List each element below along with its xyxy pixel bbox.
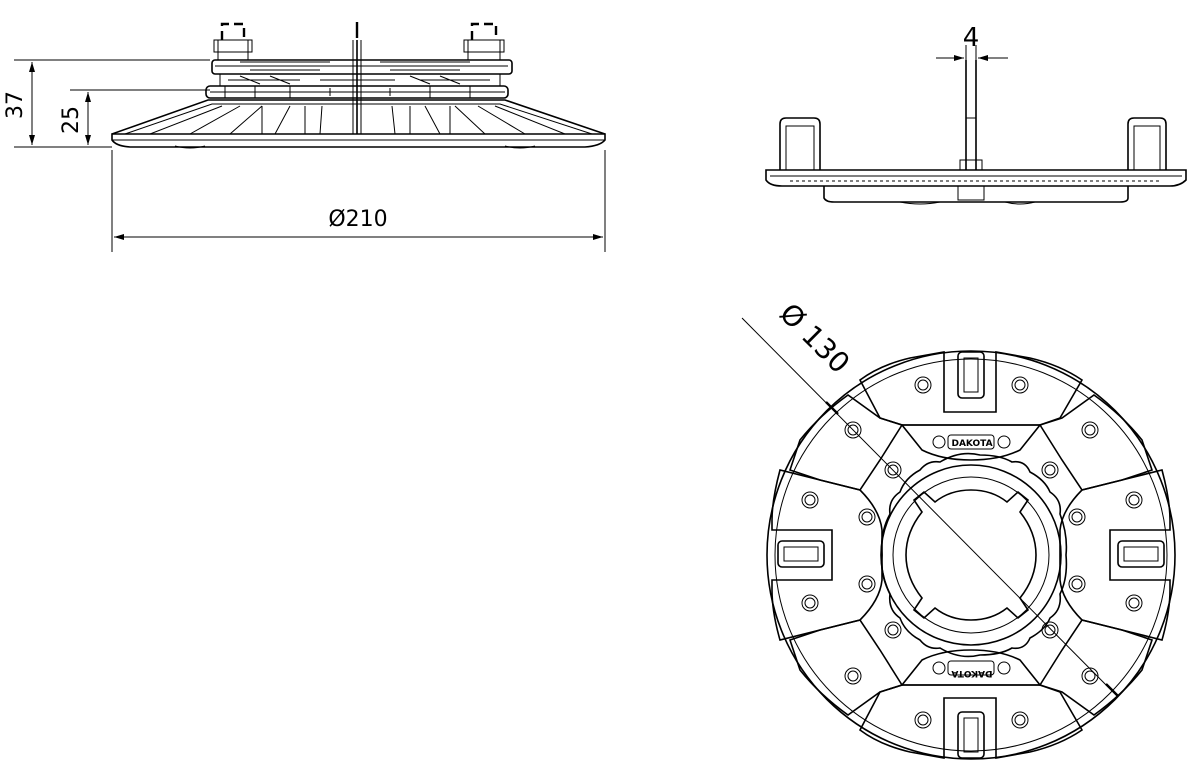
dim-total-height: 37 — [3, 91, 28, 119]
plan-view: DAKOTA DAKOTA — [741, 297, 1176, 760]
dim-base-diameter: Ø210 — [328, 207, 387, 232]
dim-tab-width: 4 — [963, 23, 980, 53]
dim-head-diameter: Ø 130 — [773, 297, 856, 380]
side-view: 37 25 Ø210 — [3, 22, 606, 252]
brand-label-bottom: DAKOTA — [951, 668, 992, 678]
head-side-view: 4 — [765, 23, 1187, 205]
brand-label-top: DAKOTA — [951, 439, 992, 449]
dim-base-height: 25 — [59, 106, 84, 134]
